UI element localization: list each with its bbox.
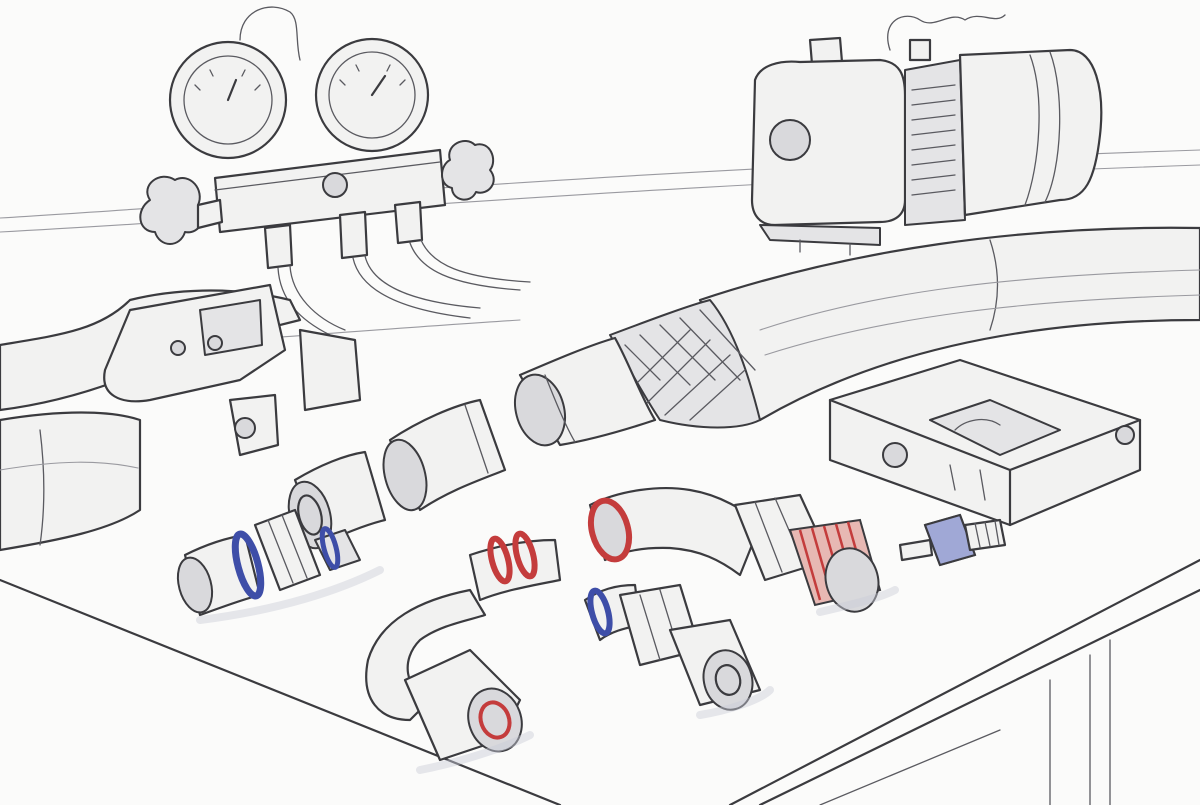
- crimp-die-block: [828, 358, 1142, 527]
- elbow-fitting-red-thread: [587, 487, 882, 613]
- ferrule-sleeve: [287, 398, 507, 550]
- braided-hose-cutaway: [514, 226, 1200, 447]
- vacuum-pump: [750, 14, 1103, 256]
- schrader-valve-fitting: [898, 513, 1007, 567]
- straight-fitting-blue-oring: [176, 508, 361, 617]
- manifold-gauge-set: [139, 6, 531, 336]
- elbow-fitting-red-orings: [365, 530, 562, 762]
- part-shadows: [196, 566, 899, 774]
- straight-adapter-blue-oring: [583, 583, 762, 711]
- hose-crimping-tool: [0, 283, 362, 552]
